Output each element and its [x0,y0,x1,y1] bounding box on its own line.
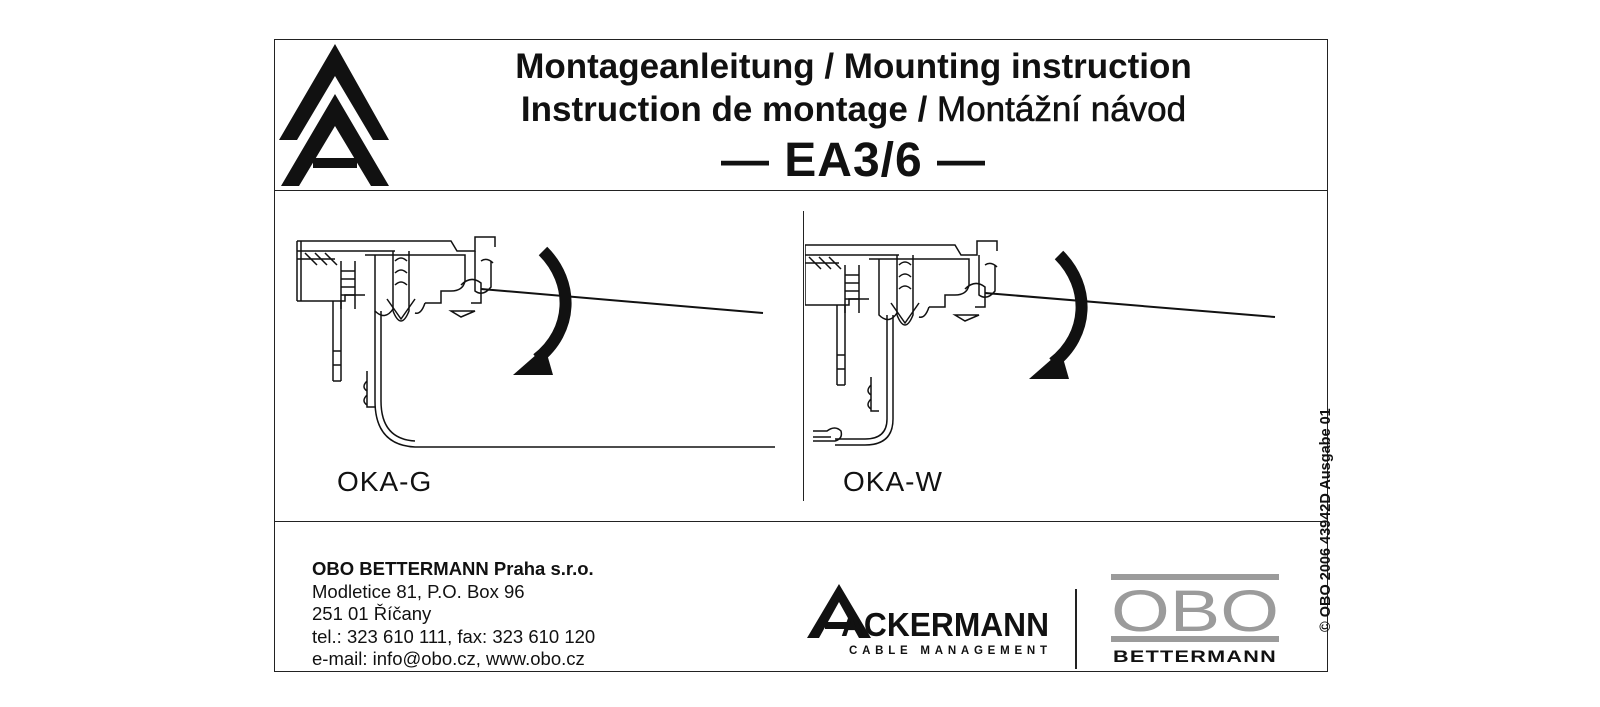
instruction-sheet: Montageanleitung / Mounting instruction … [274,39,1328,672]
address-line: 251 01 Říčany [312,603,432,624]
diagram-oka-g [296,236,775,448]
diagram-label-oka-g: OKA-G [337,466,433,497]
obo-tagline: BETTERMANN [1113,647,1277,666]
obo-bettermann-logo: OBO BETTERMANN [1111,574,1279,666]
model-number: — EA3/6 — [720,134,987,187]
company-name: OBO BETTERMANN Praha s.r.o. [312,558,594,579]
logo-divider [1075,589,1077,669]
phone-line: tel.: 323 610 111, fax: 323 610 120 [312,625,596,647]
diagram-area: OKA-G [275,191,1327,522]
title-line-1: Montageanleitung / Mounting instruction [515,47,1192,86]
header: Montageanleitung / Mounting instruction … [275,40,1327,191]
diagram-oka-w [805,240,1276,446]
ackermann-name: ACKERMANN [841,606,1049,643]
double-a-logo-icon [279,44,389,186]
diagram-label-oka-w: OKA-W [843,466,943,497]
ackermann-tagline: CABLE MANAGEMENT [849,645,1049,657]
obo-name: OBO [1111,579,1279,644]
company-address: OBO BETTERMANN Praha s.r.o. Modletice 81… [312,558,595,671]
footer: OBO BETTERMANN Praha s.r.o. Modletice 81… [275,522,1327,672]
diagram-divider [803,211,804,501]
email-line: e-mail: info@obo.cz, www.obo.cz [312,648,585,669]
title-czech: Montážní návod [937,90,1187,130]
copyright-edition: © OBO 2006 43942D Ausgabe 01 [1318,408,1334,632]
ackermann-logo: ACKERMANN CABLE MANAGEMENT [807,584,1049,657]
title-french: Instruction de montage / [520,90,928,129]
address-line: Modletice 81, P.O. Box 96 [312,580,525,602]
title-line-2: Instruction de montage / Montážní návod [420,90,1287,130]
